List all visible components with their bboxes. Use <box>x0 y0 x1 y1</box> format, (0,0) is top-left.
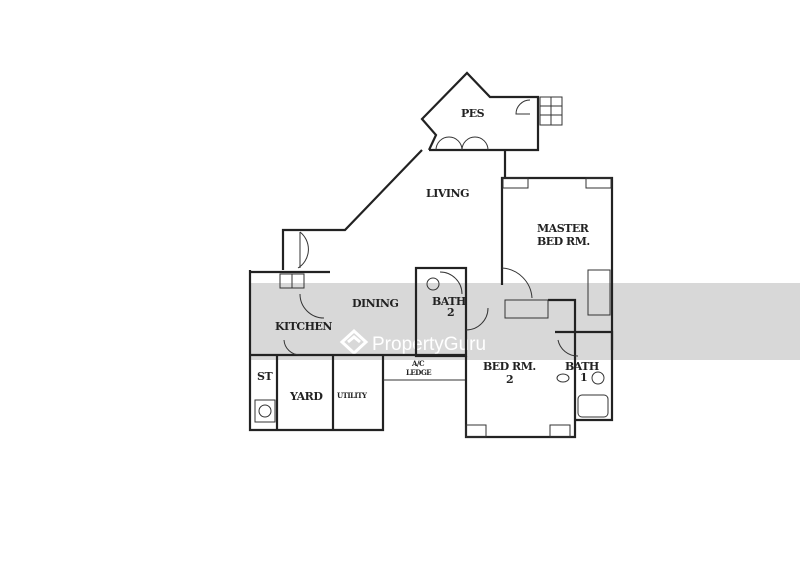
room-label-bath2-2: 2 <box>447 306 454 319</box>
room-label-yard: YARD <box>289 390 323 403</box>
room-label-ac-1: A/C <box>411 359 425 368</box>
walls <box>248 71 614 439</box>
watermark-band <box>250 283 800 360</box>
room-label-bath1-2: 1 <box>580 371 587 384</box>
room-label-pes: PES <box>461 107 485 120</box>
room-label-bath2-1: BATH <box>432 295 466 308</box>
room-label-master-2: BED RM. <box>537 235 590 248</box>
room-label-dining: DINING <box>352 297 398 310</box>
room-label-ac-2: LEDGE <box>406 368 431 377</box>
room-label-kitchen: KITCHEN <box>275 320 332 333</box>
room-label-st: ST <box>257 370 273 383</box>
watermark: PropertyGuru <box>250 283 800 360</box>
room-label-bed2-1: BED RM. <box>483 360 536 373</box>
propertyguru-logo-icon <box>339 328 369 356</box>
watermark-text: PropertyGuru <box>372 334 486 355</box>
room-label-bed2-2: 2 <box>506 373 513 386</box>
room-labels: PES LIVING MASTER BED RM. DINING BATH 2 … <box>257 107 599 403</box>
room-label-bath1-1: BATH <box>565 360 599 373</box>
room-label-master-1: MASTER <box>537 222 590 235</box>
room-label-living: LIVING <box>426 187 469 200</box>
room-label-utility: UTILITY <box>337 391 368 400</box>
